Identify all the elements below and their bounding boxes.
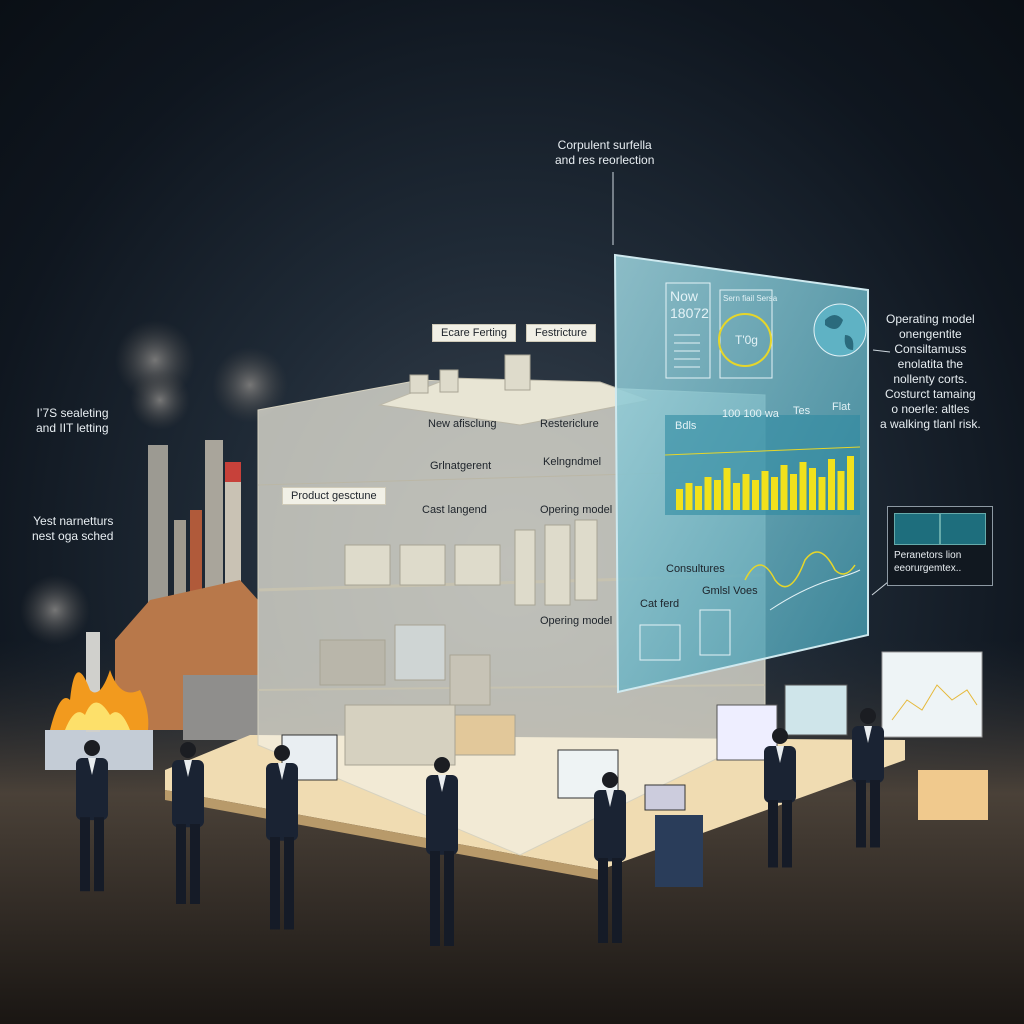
label-gmlsl: Gmlsl Voes [702, 585, 758, 597]
bar [771, 477, 778, 510]
bar [714, 480, 721, 510]
row-label: Bdls [675, 420, 697, 432]
stat-card [665, 282, 711, 379]
callout-line [871, 581, 889, 596]
bar [790, 474, 797, 510]
label-operating-2: Opering model [540, 615, 613, 627]
bar [837, 471, 845, 510]
card-value: 18072 [670, 305, 709, 321]
person [76, 740, 108, 892]
gauge-value: T'0g [735, 333, 758, 347]
callout-line [872, 349, 891, 353]
bar [818, 477, 826, 510]
bar [809, 468, 816, 510]
person [266, 745, 298, 930]
factory [45, 440, 258, 770]
curve [769, 569, 861, 611]
bar [723, 468, 731, 510]
bar [676, 489, 683, 510]
person [852, 708, 884, 848]
bar [780, 465, 788, 510]
bar [704, 477, 712, 510]
card-title: Now [670, 288, 699, 304]
gauge-card-title: Sern fiail Sersa [723, 294, 778, 303]
label-consultures: Consultures [666, 563, 725, 575]
label-operating: Opering model [540, 504, 613, 516]
people [76, 708, 884, 946]
row-label: 100 100 wa [722, 408, 779, 420]
row-label: Tes [793, 405, 811, 417]
bar [761, 471, 769, 510]
bar [752, 480, 759, 510]
label-cat-ferd: Cat ferd [640, 598, 680, 610]
label-product: Product gesctune [282, 487, 386, 505]
person [426, 757, 458, 946]
smoke [20, 320, 288, 645]
label-l2-left: Grlnatgerent [430, 460, 492, 472]
label-roof-left: Ecare Ferting [432, 324, 517, 342]
box [918, 770, 988, 820]
label-cost: Cast langend [422, 504, 487, 516]
bar [828, 459, 835, 510]
bar [685, 483, 693, 510]
bar [733, 483, 740, 510]
bar [847, 456, 854, 510]
label-l1-left: New afisclung [428, 418, 497, 430]
label-l2-right: Kelngndmel [543, 456, 602, 468]
person [172, 742, 204, 904]
person [594, 772, 626, 943]
thumbnail-chart [894, 513, 940, 545]
bar-chart [676, 456, 854, 510]
gauge [718, 313, 772, 367]
line-chart [744, 551, 856, 588]
label-l1-right: Restericlure [540, 418, 599, 430]
row-label: Flat [832, 401, 851, 413]
globe-icon [813, 303, 867, 357]
person [764, 728, 796, 868]
bar [799, 462, 807, 510]
bar [742, 474, 750, 510]
dashboard-panel [613, 253, 869, 694]
label-roof-right: Festricture [526, 324, 596, 342]
thumbnail-chart [940, 513, 986, 545]
bar [695, 486, 702, 510]
